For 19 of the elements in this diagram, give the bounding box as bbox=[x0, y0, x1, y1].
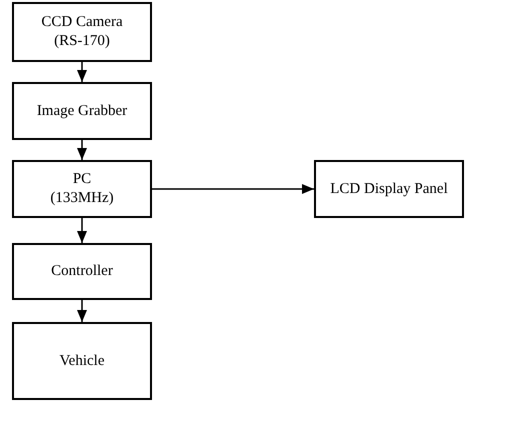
box-label: (133MHz) bbox=[50, 189, 114, 208]
process-box bbox=[12, 322, 152, 400]
process-box bbox=[12, 160, 152, 218]
box-label: LCD Display Panel bbox=[330, 180, 448, 198]
process-box bbox=[314, 160, 464, 218]
box-label: Controller bbox=[51, 262, 113, 281]
process-box bbox=[12, 2, 152, 62]
arrow bbox=[152, 184, 314, 194]
box-label: PC bbox=[72, 170, 92, 189]
box-label: Image Grabber bbox=[36, 102, 128, 120]
process-box bbox=[12, 82, 152, 140]
arrow bbox=[77, 140, 87, 160]
process-box bbox=[12, 243, 152, 300]
arrow bbox=[77, 62, 87, 82]
box-label: (RS-170) bbox=[54, 32, 110, 51]
box-label: CCD Camera bbox=[41, 13, 123, 32]
box-label: Vehicle bbox=[60, 352, 104, 370]
arrow bbox=[77, 218, 87, 243]
arrow bbox=[77, 300, 87, 322]
